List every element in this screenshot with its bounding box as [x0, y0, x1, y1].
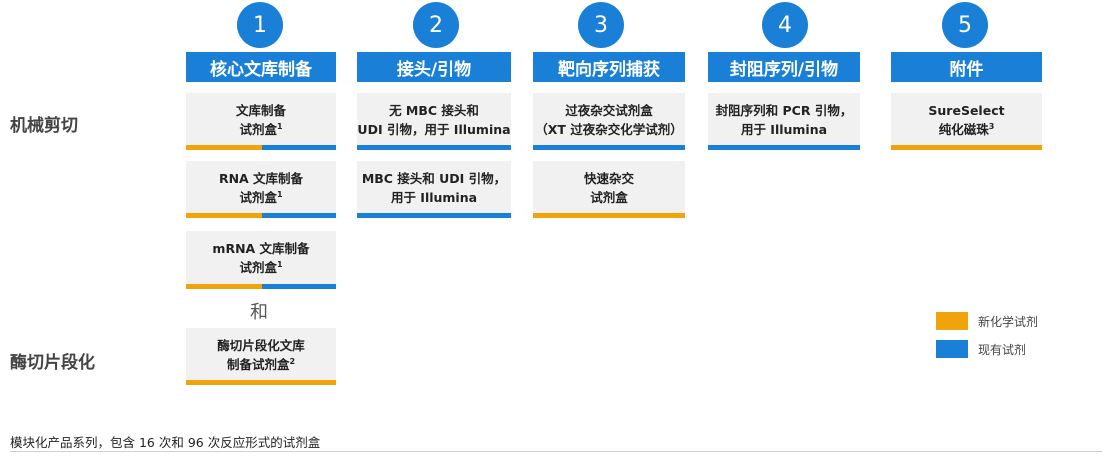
card-line1: mRNA 文库制备	[212, 241, 310, 256]
header-adapters-primers: 接头/引物	[357, 52, 511, 82]
new-chemistry-bar	[186, 380, 336, 385]
card-overnight-hyb-kit: 过夜杂交试剂盒 （XT 过夜杂交化学试剂）	[533, 93, 685, 150]
step-number: 2	[429, 12, 443, 38]
footnote-mark: 1	[276, 259, 283, 269]
card-library-prep-kit: 文库制备 试剂盒1	[186, 93, 336, 150]
card-line1: 过夜杂交试剂盒	[565, 102, 653, 118]
footnote-text: 模块化产品系列，包含 16 次和 96 次反应形式的试剂盒	[10, 435, 321, 450]
card-line2: 试剂盒	[590, 189, 628, 205]
new-chemistry-bar	[891, 145, 1042, 150]
card-line1: 文库制备	[235, 102, 286, 118]
row-label-enzymatic: 酶切片段化	[10, 353, 95, 373]
header-core-library-prep: 核心文库制备	[186, 52, 336, 82]
existing-reagent-bar	[262, 213, 336, 218]
step-number: 5	[958, 12, 972, 38]
card-adapters-without-mbc: 无 MBC 接头和 UDI 引物，用于 Illumina	[357, 93, 511, 150]
step-1-circle: 1	[237, 2, 283, 48]
card-enzymatic-library-prep-kit: 酶切片段化文库 制备试剂盒2	[186, 328, 336, 385]
step-4-circle: 4	[762, 2, 808, 48]
header-label: 接头/引物	[396, 59, 472, 80]
new-chemistry-bar	[186, 284, 262, 289]
existing-reagent-bar	[357, 213, 511, 218]
and-label: 和	[250, 302, 268, 323]
card-line1: 封阻序列和 PCR 引物，	[715, 102, 853, 118]
card-line1: SureSelect	[928, 102, 1005, 118]
step-number: 1	[253, 12, 267, 38]
new-chemistry-bar	[186, 213, 262, 218]
footnote-mark: 3	[988, 121, 995, 131]
card-line1: RNA 文库制备	[218, 170, 304, 186]
card-line2: 用于 Illumina	[390, 189, 478, 205]
card-mrna-library-prep-kit: mRNA 文库制备 试剂盒1	[186, 231, 336, 289]
card-line2: （XT 过夜杂交化学试剂）	[535, 121, 683, 137]
header-target-capture: 靶向序列捕获	[533, 52, 685, 82]
legend-label-new: 新化学试剂	[978, 315, 1039, 329]
card-line2: 用于 Illumina	[740, 121, 828, 137]
card-rna-library-prep-kit: RNA 文库制备 试剂盒1	[186, 161, 336, 218]
card-fast-hyb-kit: 快速杂交 试剂盒	[533, 161, 685, 218]
card-line1: 无 MBC 接头和	[389, 102, 479, 118]
card-line2: 试剂盒	[239, 189, 277, 205]
footnote-mark: 1	[276, 121, 283, 131]
card-line1: MBC 接头和 UDI 引物，	[361, 170, 507, 186]
card-line2: 试剂盒	[239, 121, 277, 137]
existing-reagent-bar	[262, 284, 336, 289]
new-chemistry-bar	[533, 213, 685, 218]
step-3-circle: 3	[578, 2, 624, 48]
header-blockers-primers: 封阻序列/引物	[708, 52, 860, 82]
existing-reagent-bar	[262, 145, 336, 150]
existing-reagent-bar	[533, 145, 685, 150]
card-line1: 酶切片段化文库	[217, 337, 305, 353]
footer-divider	[10, 451, 1102, 452]
card-line2: 试剂盒	[239, 260, 277, 275]
card-line2: UDI 引物，用于 Illumina	[357, 121, 511, 137]
new-chemistry-bar	[186, 145, 262, 150]
card-line1: 快速杂交	[583, 170, 634, 186]
footnote-mark: 2	[289, 356, 296, 366]
card-sureselect-beads: SureSelect 纯化磁珠3	[891, 93, 1042, 150]
step-number: 3	[594, 12, 608, 38]
step-2-circle: 2	[413, 2, 459, 48]
legend-swatch-new	[936, 312, 968, 330]
card-line2: 制备试剂盒	[226, 356, 290, 372]
step-number: 4	[778, 12, 792, 38]
header-label: 靶向序列捕获	[558, 59, 660, 80]
card-line2: 纯化磁珠	[938, 121, 989, 137]
header-label: 封阻序列/引物	[729, 59, 839, 80]
header-accessories: 附件	[891, 52, 1042, 82]
step-5-circle: 5	[942, 2, 988, 48]
card-blockers-pcr-primers: 封阻序列和 PCR 引物， 用于 Illumina	[708, 93, 860, 150]
legend-swatch-existing	[936, 340, 968, 358]
footnote-mark: 1	[276, 189, 283, 199]
header-label: 附件	[949, 59, 984, 80]
existing-reagent-bar	[708, 145, 860, 150]
existing-reagent-bar	[357, 145, 511, 150]
row-label-mechanical: 机械剪切	[10, 116, 78, 136]
header-label: 核心文库制备	[210, 59, 312, 80]
legend-label-existing: 现有试剂	[978, 343, 1027, 357]
card-mbc-adapters: MBC 接头和 UDI 引物， 用于 Illumina	[357, 161, 511, 218]
